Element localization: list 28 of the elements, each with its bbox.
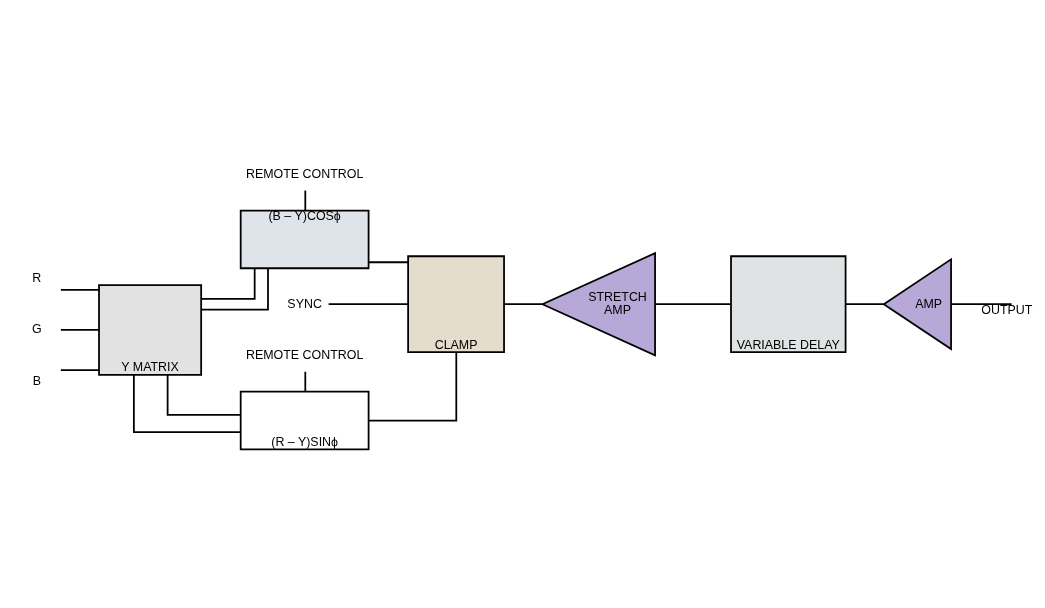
connector — [59, 369, 100, 372]
connector — [304, 370, 307, 393]
node-text: R — [32, 270, 42, 285]
connector — [200, 267, 256, 300]
connector — [654, 303, 732, 306]
node-text: REMOTE CONTROL — [245, 166, 364, 181]
connector — [166, 374, 242, 416]
node-box: CLAMP — [407, 255, 505, 354]
connector — [133, 374, 242, 433]
node-text: REMOTE CONTROL — [245, 348, 364, 363]
node-box: VARIABLE DELAY — [730, 255, 847, 354]
node-text: G — [32, 322, 42, 337]
connector — [59, 288, 100, 291]
node-text: SYNC — [287, 296, 322, 311]
connector — [503, 303, 544, 306]
node-text: B — [32, 373, 41, 388]
connector — [327, 303, 409, 306]
connector — [200, 267, 269, 311]
node-box: (R – Y)SINϕ — [239, 390, 370, 451]
connector — [368, 351, 458, 422]
connector — [304, 189, 307, 212]
connector — [59, 329, 100, 331]
node-box: Y MATRIX — [98, 284, 203, 376]
edge-label: OUTPUT — [981, 303, 1033, 318]
node-box: (B – Y)COSϕ — [239, 209, 370, 270]
connector — [844, 303, 885, 306]
connector — [368, 261, 409, 264]
connector — [950, 303, 1013, 306]
